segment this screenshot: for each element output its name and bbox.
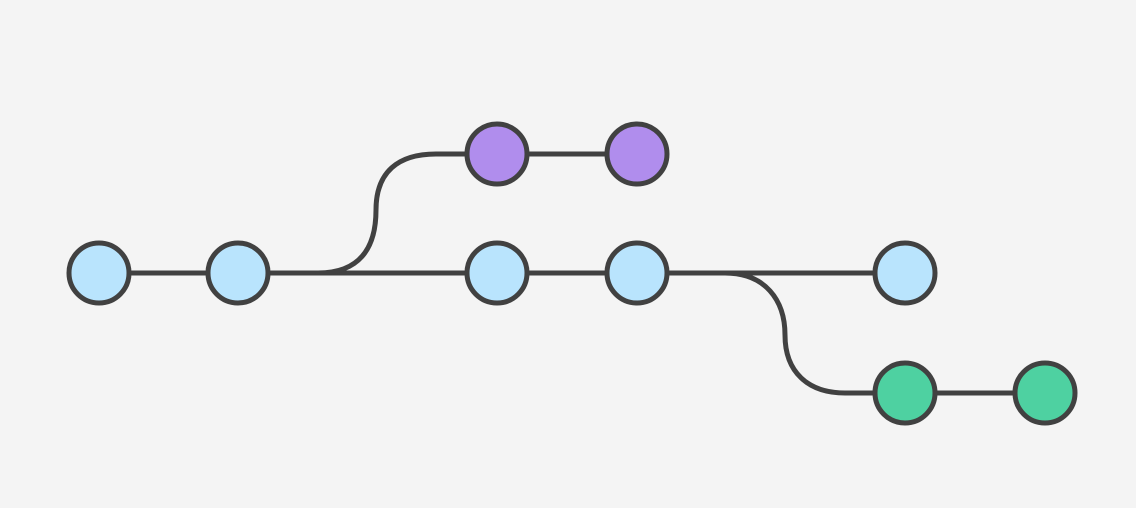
main-commit-2 — [205, 240, 271, 306]
feature-bottom-fork-curve — [722, 270, 908, 396]
main-commit-3 — [464, 240, 530, 306]
main-commit-4 — [604, 240, 670, 306]
commits — [66, 121, 1078, 426]
main-commit-5 — [872, 240, 938, 306]
feature-bottom-commit-1 — [872, 360, 938, 426]
feature-bottom-commit-2 — [1012, 360, 1078, 426]
main-commit-1 — [66, 240, 132, 306]
feature-top-fork-curve — [315, 151, 500, 276]
feature-top-commit-1 — [464, 121, 530, 187]
feature-top-commit-2 — [604, 121, 670, 187]
